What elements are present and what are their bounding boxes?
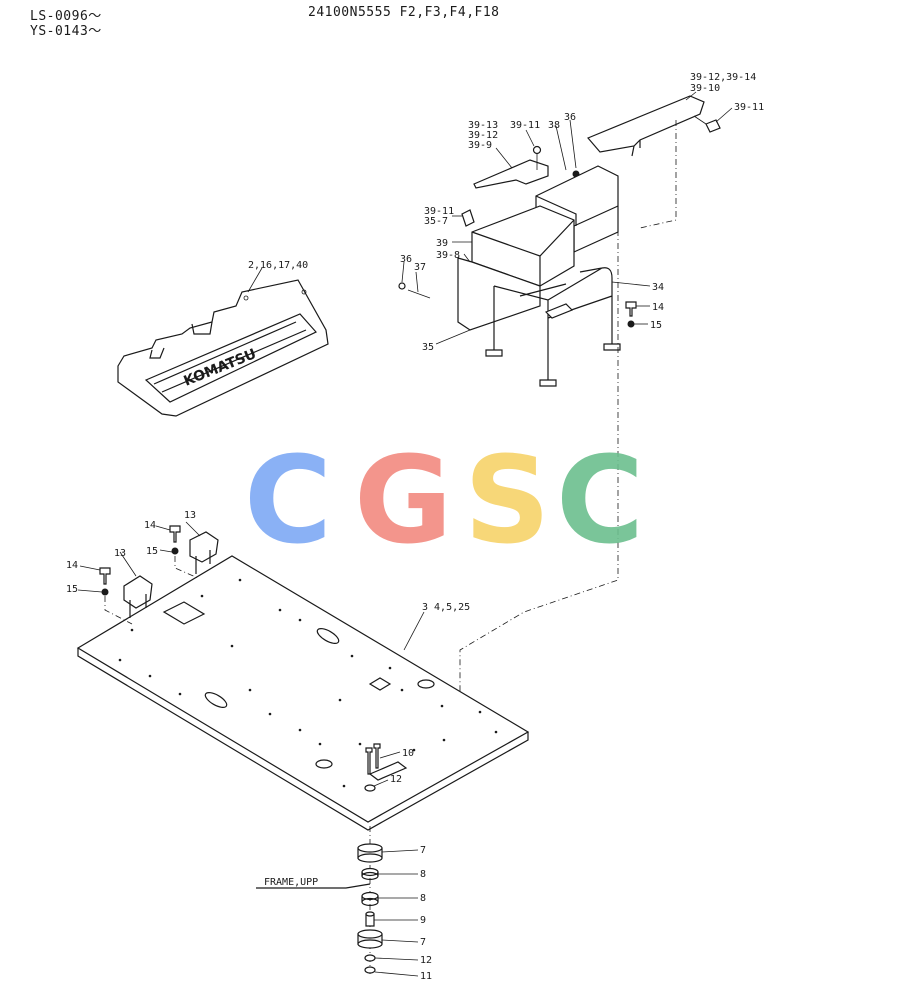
washer-12-top — [364, 784, 376, 792]
callout-39-12-39-14: 39-12,39-14 — [690, 72, 756, 83]
callout-15-a: 15 — [146, 546, 158, 557]
clip-35-7 — [461, 209, 475, 227]
bolt-39-11-top — [532, 145, 542, 155]
callout-12-top: 12 — [390, 774, 402, 785]
callout-39-8: 39-8 — [436, 250, 460, 261]
callout-12-bottom: 12 — [420, 955, 432, 966]
mount-rubber-7-bottom — [357, 929, 383, 949]
bolt-10-b — [373, 743, 381, 769]
callout-13-a: 13 — [114, 548, 126, 559]
frame-upp-label: FRAME,UPP — [264, 877, 318, 888]
callout-8-top: 8 — [420, 869, 426, 880]
callout-34: 34 — [652, 282, 664, 293]
callout-10: 10 — [402, 748, 414, 759]
mount-rubber-7-top — [357, 843, 383, 863]
callout-39-11-right: 39-11 — [734, 102, 764, 113]
washer-15-a — [101, 588, 109, 596]
watermark-letter-s: S — [464, 432, 558, 571]
callout-36-top: 36 — [564, 112, 576, 123]
bolt-14-a — [99, 567, 111, 585]
callout-39-10: 39-10 — [690, 83, 720, 94]
callout-2-16-17-40: 2,16,17,40 — [248, 260, 308, 271]
callout-39: 39 — [436, 238, 448, 249]
callout-38: 38 — [548, 120, 560, 131]
floor-plate — [76, 555, 530, 831]
washer-12-bottom — [364, 954, 376, 962]
bracket-13-b — [189, 531, 219, 574]
bolt-14-b — [169, 525, 181, 543]
callout-7-top: 7 — [420, 845, 426, 856]
serial-range-1: LS-0096～ — [30, 9, 102, 24]
callout-35-7: 35-7 — [424, 216, 448, 227]
callout-37: 37 — [414, 262, 426, 273]
nut-11 — [364, 966, 376, 974]
cover-plate-39-10 — [587, 95, 705, 153]
sleeve-8-top — [361, 867, 379, 881]
callout-8-mid: 8 — [420, 893, 426, 904]
side-plate-39-8 — [457, 257, 541, 331]
callout-15-right: 15 — [650, 320, 662, 331]
collar-9 — [365, 911, 375, 927]
callout-3-4-5-25: 3 4,5,25 — [422, 602, 470, 613]
washer-15-right — [627, 320, 635, 328]
watermark-cgsc: C G S C — [244, 432, 652, 571]
callout-14-b: 14 — [66, 560, 78, 571]
callout-14-a: 14 — [144, 520, 156, 531]
part-code: 24100N5555 F2,F3,F4,F18 — [308, 5, 500, 20]
bolt-39-11-right — [705, 119, 721, 133]
watermark-letter-c2: C — [556, 432, 652, 571]
washer-15-b — [171, 547, 179, 555]
callout-39-11-left: 39-11 — [424, 206, 454, 217]
callout-14-right: 14 — [652, 302, 664, 313]
bracket-13-a — [123, 575, 153, 618]
floor-mat: KOMATSU — [117, 279, 329, 417]
plate-39-9 — [473, 159, 549, 189]
callout-39-9: 39-9 — [468, 140, 492, 151]
bolt-14-right — [625, 301, 637, 317]
washer-36-left — [398, 282, 406, 290]
callout-7-bottom: 7 — [420, 937, 426, 948]
bolt-37 — [407, 289, 431, 299]
watermark-letter-g: G — [354, 432, 461, 571]
callout-11: 11 — [420, 971, 432, 982]
callout-39-12: 39-12 — [468, 130, 498, 141]
callout-13-b: 13 — [184, 510, 196, 521]
callout-36-left: 36 — [400, 254, 412, 265]
callout-39-11-top: 39-11 — [510, 120, 540, 131]
callout-9: 9 — [420, 915, 426, 926]
frame-34 — [493, 267, 613, 380]
watermark-letter-c1: C — [244, 432, 340, 571]
callout-39-13: 39-13 — [468, 120, 498, 131]
bolt-10-a — [365, 747, 373, 775]
callout-15-b: 15 — [66, 584, 78, 595]
sleeve-8-mid — [361, 891, 379, 907]
seat-bracket-assembly — [398, 95, 721, 740]
serial-range-2: YS-0143～ — [30, 24, 102, 39]
callout-35: 35 — [422, 342, 434, 353]
